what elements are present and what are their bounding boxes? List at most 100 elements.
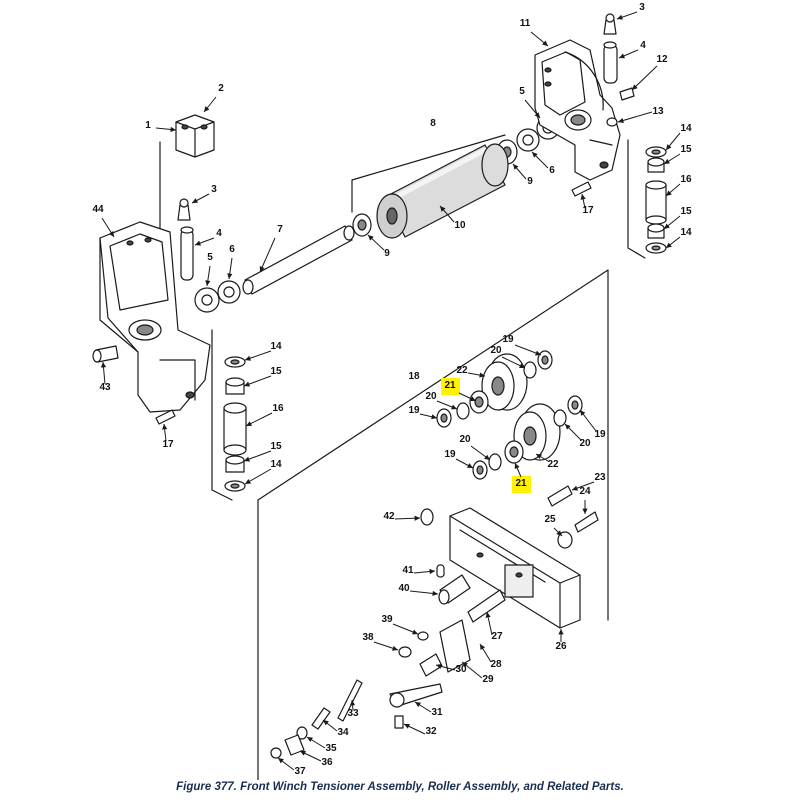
callout-label: 43: [99, 382, 111, 393]
callout-arrowhead: [415, 702, 421, 708]
callout-label: 23: [594, 472, 606, 483]
bolt-32: [394, 715, 404, 729]
callout-arrowhead: [485, 612, 491, 618]
callout-arrowhead: [532, 152, 538, 158]
callout-arrowhead: [664, 223, 670, 229]
callout-arrowhead: [536, 454, 542, 459]
callout-label: 17: [582, 205, 594, 216]
callout-label: 39: [381, 614, 393, 625]
callout-label: 6: [229, 244, 235, 255]
bearing-right-6: [516, 128, 540, 152]
bearing-left-6: [217, 280, 241, 304]
bolt-38: [398, 646, 412, 658]
rod-33: [337, 679, 363, 722]
callout-label: 10: [454, 220, 466, 231]
callout-arrowhead: [192, 198, 198, 203]
callout-leader-line: [617, 111, 653, 123]
callout-arrowhead: [664, 158, 670, 164]
callout-arrowhead: [519, 363, 525, 369]
callout-arrowhead: [666, 190, 672, 196]
callout-arrowhead: [307, 737, 313, 743]
bushing-30: [419, 653, 443, 677]
callout-label: 27: [491, 631, 503, 642]
callout-label: 19: [502, 334, 514, 345]
callout-arrowhead: [580, 410, 586, 416]
callout-arrowhead: [162, 424, 168, 430]
pulley-hub-upper: [469, 390, 489, 414]
callout-label: 4: [216, 228, 222, 239]
callout-highlight: [441, 378, 460, 395]
callout-label: 22: [456, 365, 468, 376]
pulley-washers: [436, 350, 583, 480]
callout-label: 15: [680, 144, 692, 155]
callout-label: 6: [549, 165, 555, 176]
callout-arrowhead: [392, 645, 398, 651]
right-stack-washer-14-bottom: [645, 242, 667, 254]
pulley-hub-lower: [504, 440, 524, 464]
callout-label: 14: [680, 123, 692, 134]
callout-arrowhead: [436, 663, 442, 669]
callout-arrowhead: [431, 414, 437, 420]
callout-leader-line: [259, 237, 276, 273]
figure-caption: Figure 377. Front Winch Tensioner Assemb…: [176, 781, 624, 793]
nut-37: [270, 747, 282, 759]
callout-arrowhead: [429, 568, 435, 575]
callout-label: 14: [270, 459, 282, 470]
left-bearing-bracket: [99, 221, 211, 413]
callout-label: 24: [579, 486, 591, 497]
callout-arrowhead: [414, 515, 420, 521]
callout-label: 15: [270, 366, 282, 377]
callout-arrowhead: [349, 700, 356, 706]
callout-label: 28: [490, 659, 502, 670]
callout-label: 8: [430, 118, 436, 129]
callout-label: 16: [272, 403, 284, 414]
nut-39: [417, 631, 429, 641]
fitting-24: [574, 511, 599, 533]
bushing-left-9: [352, 213, 372, 237]
callout-arrowhead: [368, 235, 374, 241]
callout-arrowhead: [572, 485, 578, 491]
callout-arrowhead: [245, 355, 251, 361]
callout-label: 38: [362, 632, 374, 643]
callout-label: 20: [490, 345, 502, 356]
callout-arrowhead: [245, 479, 251, 484]
callout-arrowhead: [227, 273, 233, 279]
callout-label: 35: [325, 743, 337, 754]
callout-arrowhead: [666, 144, 672, 150]
callout-arrowhead: [558, 629, 564, 635]
bolt-13: [606, 117, 618, 127]
callout-arrowhead: [244, 456, 250, 462]
callout-arrowhead: [470, 396, 476, 402]
washer-42: [420, 508, 434, 526]
callout-label: 33: [347, 708, 359, 719]
fitting-35: [296, 726, 308, 740]
pin-right: [603, 41, 618, 84]
left-pin-17: [155, 409, 176, 425]
grease-fitting-right: [603, 13, 617, 35]
callout-label: 19: [408, 405, 420, 416]
callout-arrowhead: [300, 750, 306, 756]
callout-arrowhead: [100, 362, 107, 368]
callout-arrowhead: [480, 644, 486, 650]
right-stack-bushing-15-top: [647, 157, 665, 173]
callout-arrowhead: [246, 421, 252, 426]
handle-31: [389, 683, 443, 708]
callout-label: 29: [482, 674, 494, 685]
callout-arrowhead: [484, 454, 490, 460]
callout-leader-line: [631, 65, 658, 91]
callout-arrowhead: [404, 723, 410, 729]
callout-label: 20: [459, 434, 471, 445]
plate-29: [439, 619, 471, 673]
diagram-svg: 1233445566789910111213141414141515151516…: [92, 2, 692, 791]
callout-label: 32: [425, 726, 437, 737]
clevis-36: [284, 734, 305, 756]
group-bracket-8: [351, 134, 506, 213]
callout-label: 13: [652, 106, 664, 117]
callout-arrowhead: [619, 53, 625, 59]
callout-label: 3: [211, 184, 217, 195]
callout-label: 14: [270, 341, 282, 352]
callout-label: 4: [640, 40, 646, 51]
callout-label: 15: [680, 206, 692, 217]
pin-40: [438, 574, 471, 605]
fitting-12: [619, 87, 635, 101]
